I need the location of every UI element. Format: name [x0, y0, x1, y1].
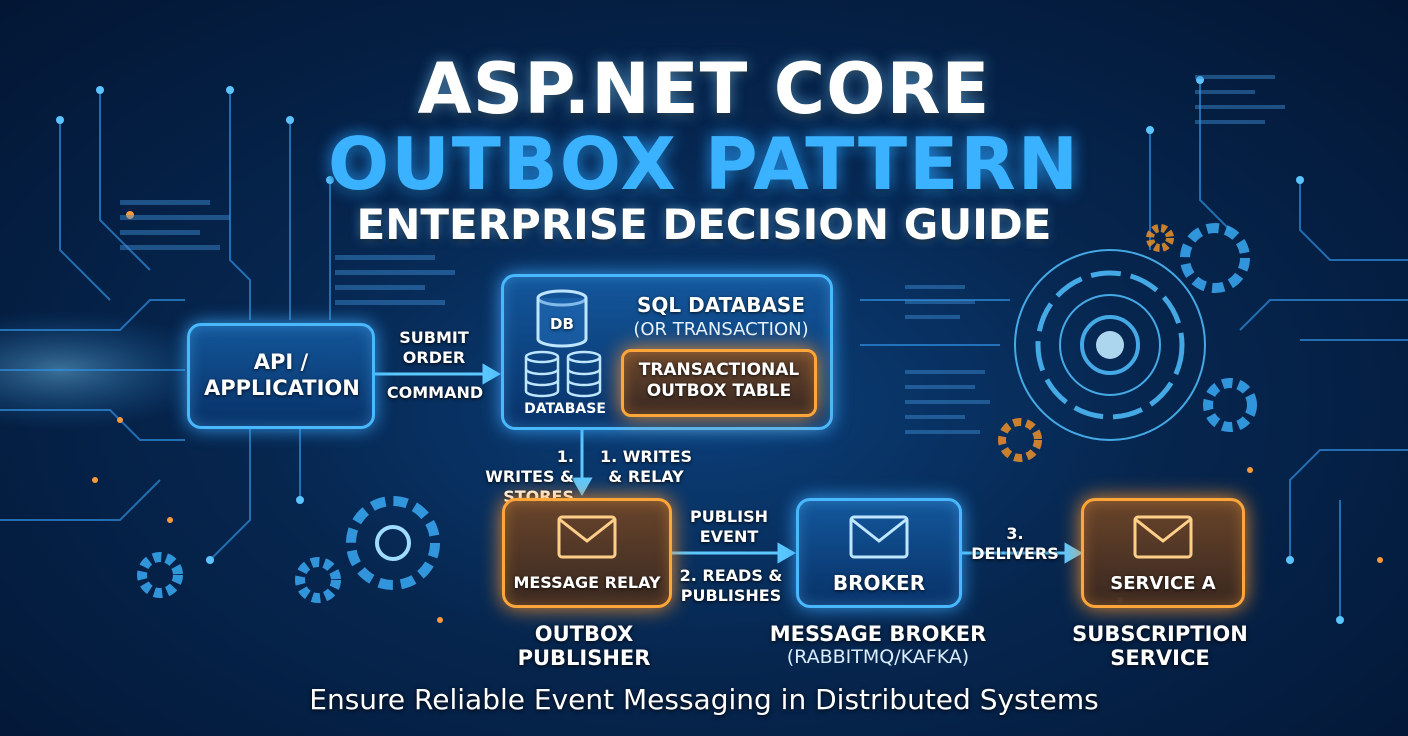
edge-command: COMMAND — [386, 383, 484, 402]
database-cylinder-icon — [536, 289, 588, 348]
broker-label: BROKER — [832, 571, 926, 595]
database-subtitle: (OR TRANSACTION) — [633, 319, 809, 340]
outbox-table-label: TRANSACTIONAL OUTBOX TABLE — [638, 360, 800, 401]
envelope-icon — [849, 515, 909, 559]
subscription-service-caption: SUBSCRIPTION SERVICE — [1072, 622, 1248, 670]
message-relay-label: MESSAGE RELAY — [513, 573, 661, 592]
broker-node: BROKER — [796, 498, 962, 608]
message-broker-subcaption: (RABBITMQ/KAFKA) — [786, 646, 970, 668]
outbox-publisher-caption: OUTBOX PUBLISHER — [517, 622, 651, 670]
edge-reads-publishes: 2. READS & PUBLISHES — [679, 566, 783, 605]
db-caption: DATABASE — [524, 401, 606, 417]
database-title: SQL DATABASE — [637, 293, 805, 317]
api-label: API / APPLICATION — [204, 350, 360, 400]
service-a-label: SERVICE A — [1110, 573, 1216, 594]
footer-tagline: Ensure Reliable Event Messaging in Distr… — [309, 683, 1099, 716]
database-node: DB DATABASE SQL DATABASE (OR TRANSACTION… — [501, 274, 833, 430]
edge-submit-order: SUBMIT ORDER — [399, 328, 469, 367]
message-relay-node: MESSAGE RELAY — [502, 498, 672, 608]
edge-writes-relay: 1. WRITES & RELAY — [599, 447, 693, 486]
envelope-icon — [1133, 515, 1193, 559]
message-broker-caption: MESSAGE BROKER — [769, 622, 987, 646]
outbox-table-node: TRANSACTIONAL OUTBOX TABLE — [621, 349, 817, 417]
api-node: API / APPLICATION — [187, 323, 375, 429]
envelope-icon — [557, 515, 617, 559]
title-line-2: OUTBOX PATTERN — [328, 122, 1080, 206]
title-line-3: ENTERPRISE DECISION GUIDE — [356, 200, 1052, 249]
db-badge: DB — [550, 315, 574, 333]
title-line-1: ASP.NET CORE — [417, 48, 991, 130]
database-stack-icon — [524, 350, 602, 398]
edge-delivers: 3. DELIVERS — [971, 524, 1059, 563]
edge-publish-event: PUBLISH EVENT — [690, 507, 768, 546]
service-a-node: SERVICE A — [1081, 498, 1245, 608]
